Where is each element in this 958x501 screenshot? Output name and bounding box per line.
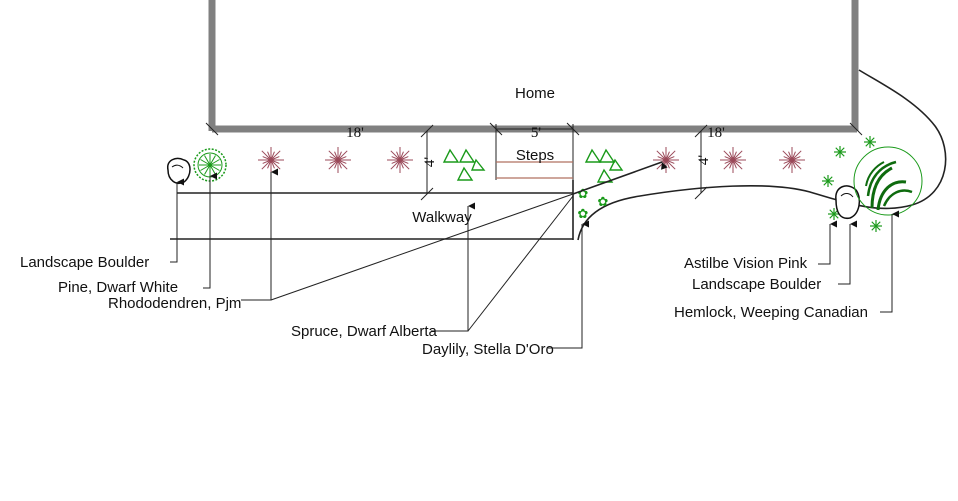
dim-bed-depth-left: 4' (422, 157, 438, 168)
house-outline (208, 0, 859, 133)
spruce-dwarf-alberta-left (442, 148, 486, 181)
dim-bed-depth-right: 4' (696, 155, 712, 166)
svg-text:✿: ✿ (598, 195, 609, 210)
home-label: Home (515, 85, 555, 102)
label-astilbe-vision-pink: Astilbe Vision Pink (684, 255, 808, 272)
astilbe-symbol (870, 220, 882, 232)
astilbe-symbol (822, 175, 834, 187)
walkway-label: Walkway (412, 209, 472, 226)
rhododendron-symbol (387, 147, 413, 173)
rhododendron-symbol (720, 147, 746, 173)
steps (496, 161, 573, 179)
label-landscape-boulder-left: Landscape Boulder (20, 254, 149, 271)
rhododendron-symbol (779, 147, 805, 173)
rhododendron-symbols (258, 147, 805, 173)
dim-steps-width: 5' (531, 125, 542, 141)
rhododendron-symbol (258, 147, 284, 173)
label-rhododendren-pjm: Rhododendren, Pjm (108, 295, 241, 312)
dim-right-run: 18' (707, 125, 725, 141)
label-landscape-boulder-right: Landscape Boulder (692, 276, 821, 293)
hemlock-weeping-canadian-symbol (853, 146, 923, 216)
dim-left-run: 18' (346, 125, 364, 141)
svg-text:✿: ✿ (578, 187, 589, 202)
astilbe-symbol (834, 146, 846, 158)
rhododendron-symbol (653, 147, 679, 173)
landscape-boulder-left (167, 157, 191, 184)
label-hemlock-weeping-canadian: Hemlock, Weeping Canadian (674, 304, 868, 321)
spruce-dwarf-alberta-right (584, 148, 624, 183)
svg-text:✿: ✿ (578, 207, 589, 222)
steps-label: Steps (516, 147, 554, 164)
astilbe-vision-pink-symbols (822, 136, 882, 232)
label-daylily-stella-doro: Daylily, Stella D'Oro (422, 341, 554, 358)
plant-labels: Landscape Boulder Pine, Dwarf White Rhod… (20, 254, 868, 358)
daylily-stella-doro-symbols: ✿ ✿ ✿ (578, 187, 609, 222)
rhododendron-symbol (325, 147, 351, 173)
astilbe-symbol (864, 136, 876, 148)
label-spruce-dwarf-alberta: Spruce, Dwarf Alberta (291, 323, 438, 340)
label-pine-dwarf-white: Pine, Dwarf White (58, 279, 178, 296)
landscape-boulder-right (835, 185, 861, 220)
dimension-lines (205, 122, 863, 201)
leader-lines (170, 161, 899, 349)
